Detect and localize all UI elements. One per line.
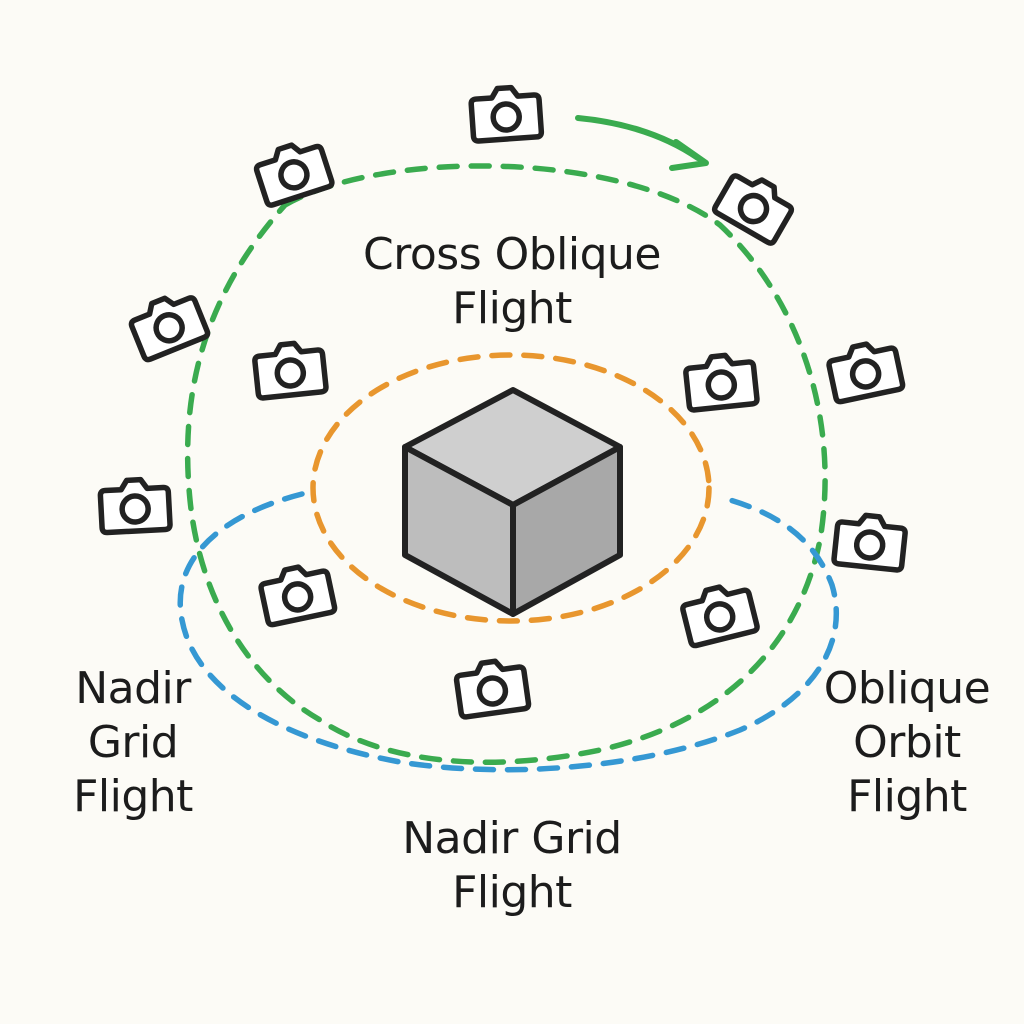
nadir-grid-flight-path [177,491,839,773]
oblique-orbit-flight-path [310,352,712,624]
cross-oblique-flight-path [184,163,828,765]
camera-icon [834,513,907,571]
camera-icon [253,341,326,399]
cube-icon [402,387,623,617]
camera-icon [680,581,758,647]
camera-icon [127,288,209,361]
nadir-grid-flight-label-bottom: Nadir Grid Flight [402,813,622,918]
direction-arrow-icon [575,115,709,171]
cross-oblique-flight-label: Cross Oblique Flight [363,229,662,334]
camera-icon [455,658,529,718]
camera-icon [258,561,335,625]
camera-icon [100,478,171,532]
oblique-orbit-flight-label: Oblique Orbit Flight [823,663,991,822]
camera-icon [826,338,903,402]
nadir-grid-flight-label-left: Nadir Grid Flight [73,663,193,822]
camera-icon [253,137,333,207]
camera-icon [684,353,757,411]
camera-icon [470,86,541,142]
